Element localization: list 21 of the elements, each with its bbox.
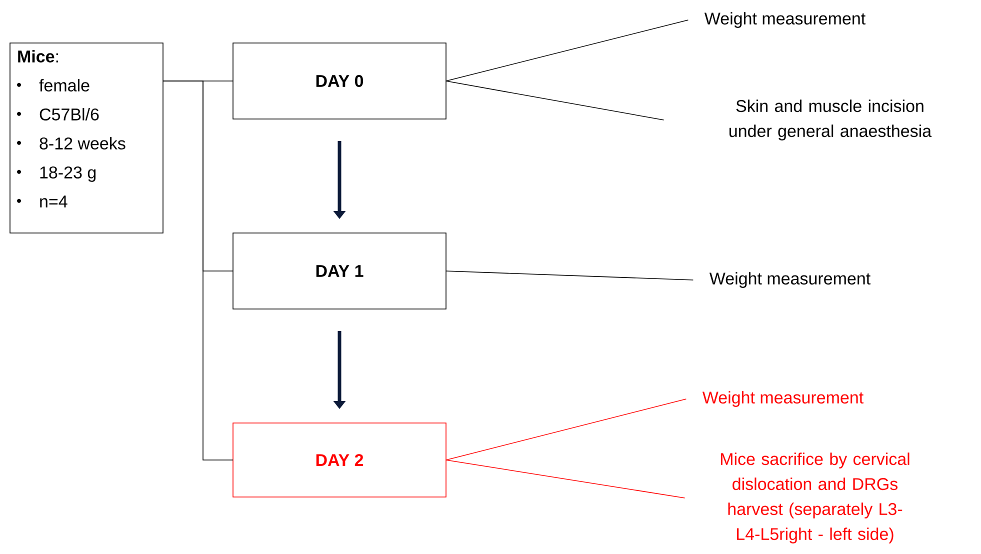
- day-box: DAY 1: [232, 232, 446, 310]
- bullet-item: female: [39, 79, 90, 92]
- step-text: Weight measurement: [704, 12, 866, 28]
- connector-line: [446, 398, 687, 460]
- info-box: [10, 42, 164, 234]
- connector-line: [162, 80, 234, 460]
- bullet-item: n=4: [40, 196, 68, 208]
- step-text: Weight measurement: [702, 391, 864, 407]
- bullet-item: 8-12 weeks: [40, 137, 126, 150]
- bullet-item: C57Bl/6: [40, 108, 99, 120]
- step-text: Mice sacrifice by cervical dislocation and DRGs harvest (separately L3-L4-L5right - left side): [721, 452, 910, 544]
- list-heading: Mice:: [18, 50, 58, 62]
- day-box: DAY 2: [232, 422, 446, 498]
- connector-line: [446, 270, 694, 280]
- connector-line: [446, 80, 664, 120]
- day-box: DAY 0: [232, 42, 446, 120]
- connector-line: [446, 20, 689, 82]
- connector-line: [446, 460, 686, 498]
- bullet-item: 18-23 g: [40, 166, 96, 182]
- step-text: Skin and muscle incision under general anaesthesia: [730, 100, 932, 140]
- step-text: Weight measurement: [709, 272, 870, 288]
